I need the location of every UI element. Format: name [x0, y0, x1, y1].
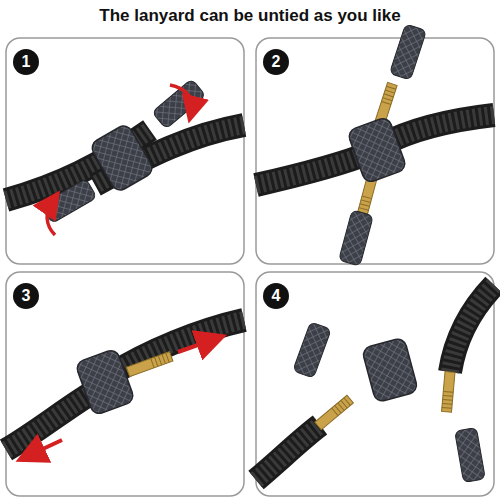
step-badge: 1 — [13, 49, 39, 75]
panel-frame — [256, 38, 494, 264]
step-number: 2 — [272, 53, 281, 71]
panel-frame — [6, 272, 244, 496]
step-number: 4 — [272, 287, 281, 305]
panel-frame — [256, 272, 494, 496]
panel-frame — [6, 38, 244, 264]
cord-illustration — [6, 320, 244, 455]
step-number: 3 — [22, 287, 31, 305]
step-badge: 2 — [263, 49, 289, 75]
step-number: 1 — [22, 53, 31, 71]
step-badge: 4 — [263, 283, 289, 309]
cord-illustration — [256, 285, 494, 483]
step-badge: 3 — [13, 283, 39, 309]
title-text: The lanyard can be untied as you like — [0, 6, 500, 26]
cord-illustration — [256, 24, 494, 266]
cord-illustration — [6, 79, 244, 235]
